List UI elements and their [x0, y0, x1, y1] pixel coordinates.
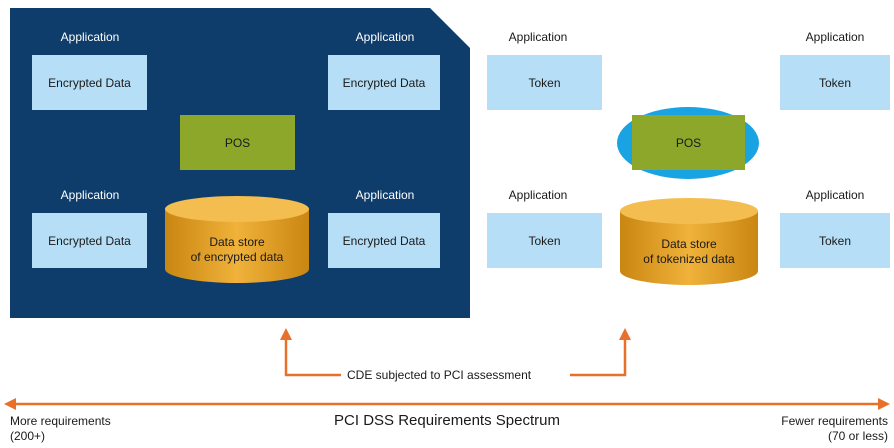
fewer-requirements-text: Fewer requirements: [781, 414, 888, 428]
more-requirements-count: (200+): [10, 429, 46, 443]
datastore-label-line2: of tokenized data: [643, 252, 735, 266]
application-label: Application: [508, 30, 568, 44]
more-requirements-text: More requirements: [10, 414, 111, 428]
spectrum-title: PCI DSS Requirements Spectrum: [334, 412, 560, 429]
cde-arrow-right: [570, 338, 627, 377]
fewer-requirements-count: (70 or less): [827, 429, 888, 443]
datastore-label-line1: Data store: [661, 237, 717, 251]
cde-arrow-left: [284, 338, 345, 377]
arrowhead-up-icon: [619, 328, 631, 340]
application-label: Application: [805, 30, 865, 44]
cde-caption: CDE subjected to PCI assessment: [341, 368, 538, 382]
arrowhead-up-icon: [280, 328, 292, 340]
encrypted-data-box: Encrypted Data: [328, 213, 440, 268]
token-box: Token: [487, 55, 602, 110]
database-icon: [165, 196, 309, 283]
application-label: Application: [508, 188, 568, 202]
encrypted-datastore-cylinder: Data store of encrypted data: [163, 195, 311, 285]
arrowhead-right-icon: [878, 398, 890, 410]
datastore-label-line1: Data store: [209, 235, 265, 249]
application-label: Application: [355, 188, 415, 202]
more-requirements-label: More requirements (200+): [10, 414, 111, 444]
application-label: Application: [60, 30, 120, 44]
tokenized-datastore-cylinder: Data store of tokenized data: [618, 197, 760, 287]
application-label: Application: [60, 188, 120, 202]
application-label: Application: [805, 188, 865, 202]
encrypted-data-box: Encrypted Data: [328, 55, 440, 110]
pos-box: POS: [180, 115, 295, 170]
pos-box: POS: [632, 115, 745, 170]
fewer-requirements-label: Fewer requirements (70 or less): [781, 414, 888, 444]
token-box: Token: [780, 55, 890, 110]
datastore-label-line2: of encrypted data: [190, 250, 284, 264]
token-box: Token: [780, 213, 890, 268]
database-icon: [620, 198, 758, 285]
token-box: Token: [487, 213, 602, 268]
application-label: Application: [355, 30, 415, 44]
encrypted-data-box: Encrypted Data: [32, 55, 147, 110]
arrowhead-left-icon: [4, 398, 16, 410]
encrypted-data-box: Encrypted Data: [32, 213, 147, 268]
